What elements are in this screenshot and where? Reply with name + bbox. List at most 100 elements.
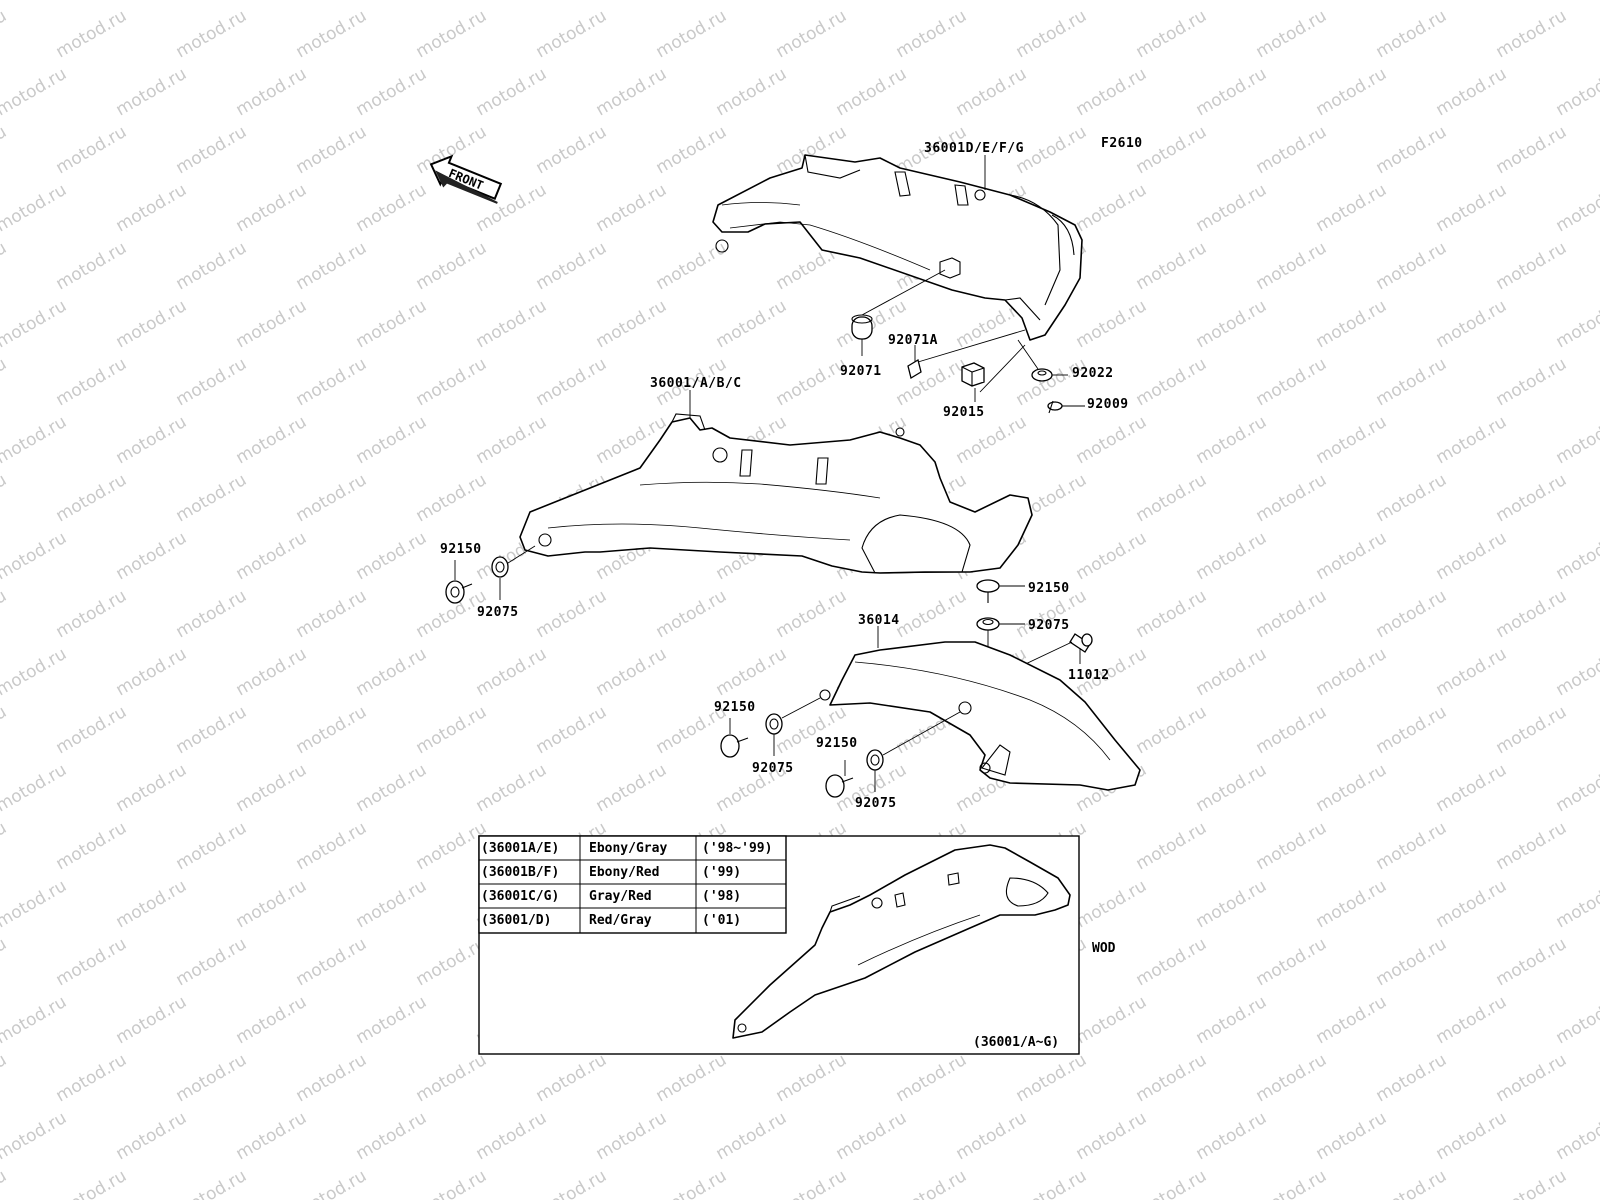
watermark-text: motod.ru — [0, 0, 70, 4]
watermark-text: motod.ru — [53, 6, 131, 62]
watermark-text: motod.ru — [1373, 586, 1451, 642]
table-row-2-code: (36001B/F) — [481, 865, 559, 880]
watermark-text: motod.ru — [0, 586, 10, 642]
watermark-text: motod.ru — [833, 64, 911, 120]
watermark-text: motod.ru — [773, 6, 851, 62]
watermark-text: motod.ru — [1013, 122, 1091, 178]
watermark-text: motod.ru — [833, 1108, 911, 1164]
table-row-1-code: (36001A/E) — [481, 841, 559, 856]
watermark-text: motod.ru — [1253, 6, 1331, 62]
watermark-text: motod.ru — [1073, 412, 1151, 468]
watermark-text: motod.ru — [1193, 760, 1271, 816]
watermark-text: motod.ru — [293, 1166, 371, 1200]
watermark-text: motod.ru — [1553, 876, 1600, 932]
label-92075-mid1: 92075 — [752, 761, 794, 776]
watermark-text: motod.ru — [1193, 180, 1271, 236]
watermark-text: motod.ru — [233, 876, 311, 932]
watermark-text: motod.ru — [1433, 644, 1511, 700]
label-92071A: 92071A — [888, 333, 938, 348]
watermark-text: motod.ru — [53, 1050, 131, 1106]
watermark-text: motod.ru — [473, 760, 551, 816]
watermark-text: motod.ru — [413, 354, 491, 410]
watermark-text: motod.ru — [1013, 1050, 1091, 1106]
label-36014: 36014 — [858, 613, 900, 628]
watermark-text: motod.ru — [1433, 296, 1511, 352]
watermark-text: motod.ru — [1253, 1166, 1331, 1200]
figure-code: F2610 — [1101, 136, 1143, 151]
watermark-text: motod.ru — [0, 180, 70, 236]
watermark-text: motod.ru — [0, 6, 10, 62]
watermark-text: motod.ru — [0, 122, 10, 178]
watermark-text: motod.ru — [713, 0, 791, 4]
table-row-2-color: Ebony/Red — [589, 865, 659, 880]
watermark-text: motod.ru — [53, 470, 131, 526]
watermark-text: motod.ru — [1433, 412, 1511, 468]
watermark-text: motod.ru — [1133, 818, 1211, 874]
watermark-text: motod.ru — [353, 528, 431, 584]
watermark-text: motod.ru — [1133, 586, 1211, 642]
watermark-text: motod.ru — [1253, 702, 1331, 758]
watermark-text: motod.ru — [1133, 470, 1211, 526]
watermark-text: motod.ru — [293, 1050, 371, 1106]
label-92075-mid2: 92075 — [855, 796, 897, 811]
watermark-text: motod.ru — [1493, 1050, 1571, 1106]
watermark-text: motod.ru — [533, 1050, 611, 1106]
watermark-text: motod.ru — [353, 296, 431, 352]
watermark-text: motod.ru — [713, 296, 791, 352]
watermark-text: motod.ru — [1193, 0, 1271, 4]
watermark-text: motod.ru — [1553, 412, 1600, 468]
watermark-text: motod.ru — [0, 412, 70, 468]
watermark-text: motod.ru — [113, 412, 191, 468]
label-92009: 92009 — [1087, 397, 1129, 412]
watermark-text: motod.ru — [0, 1108, 70, 1164]
watermark-text: motod.ru — [0, 992, 70, 1048]
watermark-text: motod.ru — [113, 296, 191, 352]
watermark-text: motod.ru — [1253, 934, 1331, 990]
watermark-text: motod.ru — [653, 122, 731, 178]
watermark-text: motod.ru — [53, 238, 131, 294]
watermark-text: motod.ru — [953, 412, 1031, 468]
watermark-text: motod.ru — [1193, 64, 1271, 120]
watermark-text: motod.ru — [1133, 702, 1211, 758]
watermark-text: motod.ru — [413, 702, 491, 758]
watermark-text: motod.ru — [533, 122, 611, 178]
watermark-text: motod.ru — [1553, 180, 1600, 236]
watermark-text: motod.ru — [113, 64, 191, 120]
watermark-text: motod.ru — [173, 470, 251, 526]
watermark-text: motod.ru — [1073, 64, 1151, 120]
watermark-text: motod.ru — [1193, 876, 1271, 932]
watermark-text: motod.ru — [113, 992, 191, 1048]
watermark-text: motod.ru — [1073, 1108, 1151, 1164]
watermark-text: motod.ru — [1313, 0, 1391, 4]
watermark-text: motod.ru — [413, 238, 491, 294]
inset-caption: (36001/A~G) — [973, 1035, 1059, 1050]
watermark-text: motod.ru — [593, 180, 671, 236]
watermark-text: motod.ru — [413, 1050, 491, 1106]
watermark-text: motod.ru — [1373, 470, 1451, 526]
watermark-text: motod.ru — [173, 238, 251, 294]
label-92071: 92071 — [840, 364, 882, 379]
watermark-text: motod.ru — [653, 1050, 731, 1106]
watermark-text: motod.ru — [293, 934, 371, 990]
watermark-text: motod.ru — [533, 702, 611, 758]
watermark-text: motod.ru — [173, 702, 251, 758]
watermark-text: motod.ru — [1373, 238, 1451, 294]
watermark-text: motod.ru — [1193, 1108, 1271, 1164]
watermark-text: motod.ru — [1073, 180, 1151, 236]
watermark-text: motod.ru — [353, 180, 431, 236]
watermark-text: motod.ru — [953, 64, 1031, 120]
watermark-text: motod.ru — [653, 586, 731, 642]
watermark-text: motod.ru — [113, 0, 191, 4]
watermark-text: motod.ru — [593, 1108, 671, 1164]
watermark-text: motod.ru — [173, 586, 251, 642]
watermark-text: motod.ru — [893, 6, 971, 62]
washer-92022 — [1018, 340, 1068, 381]
watermark-text: motod.ru — [1493, 238, 1571, 294]
watermark-text: motod.ru — [1373, 818, 1451, 874]
watermark-text: motod.ru — [1253, 354, 1331, 410]
watermark-text: motod.ru — [1493, 702, 1571, 758]
watermark-text: motod.ru — [1313, 760, 1391, 816]
watermark-text: motod.ru — [1073, 296, 1151, 352]
watermark-text: motod.ru — [293, 586, 371, 642]
watermark-text: motod.ru — [1433, 1108, 1511, 1164]
